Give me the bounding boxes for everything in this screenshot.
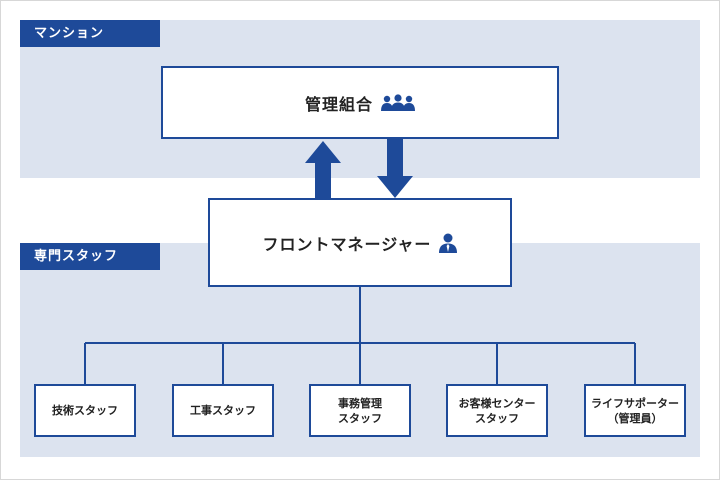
kanri-kumiai-label: 管理組合 [304,94,373,114]
staff-box-line2: （管理員） [607,411,663,425]
staff-box-life-supporter: ライフサポーター （管理員） [584,384,686,437]
people-group-icon [381,93,415,112]
staff-box-line1: お客様センター [458,396,536,410]
arrow-down-icon [377,139,413,198]
staff-box-customer-center: お客様センター スタッフ [446,384,548,437]
front-manager-box: フロントマネージャー [208,198,512,287]
staff-box-kouji: 工事スタッフ [172,384,274,437]
staff-box-line2: スタッフ [338,411,382,425]
arrow-up-icon [305,141,341,199]
staff-box-jimu: 事務管理 スタッフ [309,384,411,437]
front-manager-label: フロントマネージャー [262,234,432,254]
staff-box-line1: ライフサポーター [591,396,679,410]
staff-box-gijutsu: 技術スタッフ [34,384,136,437]
kanri-kumiai-box: 管理組合 [161,66,559,139]
org-tree-lines [84,287,636,384]
staff-section-label: 専門スタッフ [20,243,160,270]
staff-box-line1: 工事スタッフ [190,404,256,417]
staff-box-line1: 技術スタッフ [52,404,118,417]
staff-box-line2: スタッフ [475,411,519,425]
staff-box-line1: 事務管理 [338,396,382,410]
mansion-section-label: マンション [20,20,160,47]
person-icon [439,233,458,253]
